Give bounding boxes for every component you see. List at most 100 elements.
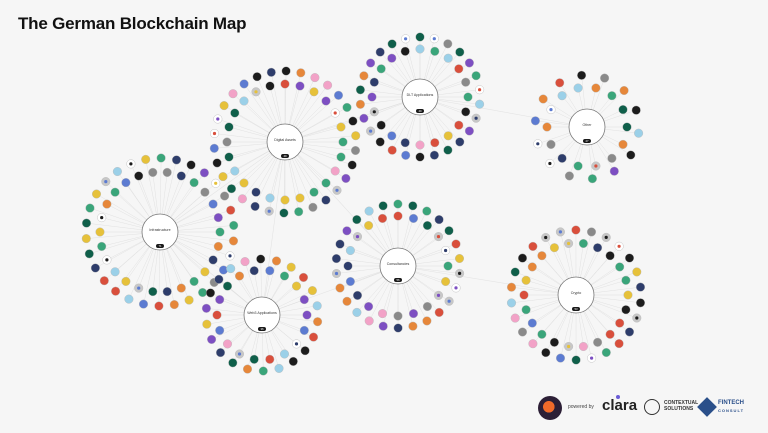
company-logo-node[interactable]: [224, 122, 234, 132]
company-logo-node[interactable]: [336, 122, 346, 132]
company-logo-node[interactable]: [632, 267, 642, 277]
company-logo-node[interactable]: [321, 178, 331, 188]
company-logo-node[interactable]: [364, 220, 374, 230]
company-logo-node[interactable]: [91, 189, 101, 199]
company-logo-node[interactable]: [97, 241, 107, 251]
company-logo-node[interactable]: [347, 160, 357, 170]
company-logo-node[interactable]: [201, 303, 211, 313]
company-logo-node[interactable]: [209, 143, 219, 153]
company-logo-node[interactable]: [631, 105, 641, 115]
company-logo-node[interactable]: [634, 128, 644, 138]
company-logo-node[interactable]: [208, 199, 218, 209]
company-logo-node[interactable]: [189, 276, 199, 286]
company-logo-node[interactable]: [375, 137, 385, 147]
company-logo-node[interactable]: [258, 366, 268, 376]
company-logo-node[interactable]: [343, 261, 353, 271]
company-logo-node[interactable]: [239, 178, 249, 188]
company-logo-node[interactable]: [443, 261, 453, 271]
company-logo-node[interactable]: [272, 256, 282, 266]
company-logo-node[interactable]: [541, 348, 551, 358]
company-logo-node[interactable]: [626, 150, 636, 160]
company-logo-node[interactable]: [229, 220, 239, 230]
company-logo-node[interactable]: [230, 108, 240, 118]
company-logo-node[interactable]: [378, 201, 388, 211]
company-logo-node[interactable]: [312, 301, 322, 311]
company-logo-node[interactable]: [176, 283, 186, 293]
company-logo-node[interactable]: [205, 288, 215, 298]
company-logo-node[interactable]: [184, 295, 194, 305]
company-logo-node[interactable]: [455, 47, 465, 57]
company-logo-node[interactable]: [251, 187, 261, 197]
company-logo-node[interactable]: [408, 201, 418, 211]
company-logo-node[interactable]: [527, 262, 537, 272]
company-logo-node[interactable]: [309, 87, 319, 97]
company-logo-node[interactable]: [444, 226, 454, 236]
company-logo-node[interactable]: [573, 161, 583, 171]
company-logo-node[interactable]: [510, 313, 520, 323]
company-logo-node[interactable]: [507, 298, 517, 308]
company-logo-node[interactable]: [220, 191, 230, 201]
company-logo-node[interactable]: [359, 71, 369, 81]
cluster-hub[interactable]: [401, 78, 439, 116]
company-logo-node[interactable]: [81, 234, 91, 244]
company-logo-node[interactable]: [615, 262, 625, 272]
company-logo-node[interactable]: [471, 71, 481, 81]
company-logo-node[interactable]: [214, 274, 224, 284]
company-logo-node[interactable]: [279, 208, 289, 218]
cluster-hub[interactable]: [557, 276, 595, 314]
company-logo-node[interactable]: [342, 296, 352, 306]
company-logo-node[interactable]: [242, 364, 252, 374]
company-logo-node[interactable]: [330, 166, 340, 176]
company-logo-node[interactable]: [441, 277, 451, 287]
company-logo-node[interactable]: [240, 257, 250, 267]
company-logo-node[interactable]: [212, 158, 222, 168]
company-logo-node[interactable]: [335, 239, 345, 249]
company-logo-node[interactable]: [401, 150, 411, 160]
company-logo-node[interactable]: [443, 145, 453, 155]
company-logo-node[interactable]: [593, 243, 603, 253]
company-logo-node[interactable]: [156, 153, 166, 163]
company-logo-node[interactable]: [321, 96, 331, 106]
company-logo-node[interactable]: [607, 91, 617, 101]
company-logo-node[interactable]: [219, 101, 229, 111]
company-logo-node[interactable]: [409, 309, 419, 319]
company-logo-node[interactable]: [189, 178, 199, 188]
company-logo-node[interactable]: [443, 131, 453, 141]
company-logo-node[interactable]: [619, 85, 629, 95]
company-logo-node[interactable]: [200, 267, 210, 277]
company-logo-node[interactable]: [461, 107, 471, 117]
company-logo-node[interactable]: [228, 89, 238, 99]
company-logo-node[interactable]: [138, 299, 148, 309]
company-logo-node[interactable]: [461, 77, 471, 87]
company-logo-node[interactable]: [400, 138, 410, 148]
sponsor-logo-icon[interactable]: [538, 396, 562, 420]
company-logo-node[interactable]: [313, 317, 323, 327]
company-logo-node[interactable]: [607, 153, 617, 163]
company-logo-node[interactable]: [239, 79, 249, 89]
company-logo-node[interactable]: [530, 116, 540, 126]
company-logo-node[interactable]: [112, 166, 122, 176]
company-logo-node[interactable]: [169, 300, 179, 310]
company-logo-node[interactable]: [162, 287, 172, 297]
company-logo-node[interactable]: [121, 276, 131, 286]
company-logo-node[interactable]: [376, 120, 386, 130]
company-logo-node[interactable]: [148, 287, 158, 297]
cluster-hub[interactable]: [568, 108, 606, 146]
company-logo-node[interactable]: [549, 243, 559, 253]
company-logo-node[interactable]: [226, 264, 236, 274]
company-logo-node[interactable]: [302, 310, 312, 320]
company-logo-node[interactable]: [352, 307, 362, 317]
company-logo-node[interactable]: [222, 137, 232, 147]
company-logo-node[interactable]: [521, 275, 531, 285]
company-logo-node[interactable]: [571, 225, 581, 235]
company-logo-node[interactable]: [429, 150, 439, 160]
company-logo-node[interactable]: [378, 309, 388, 319]
company-logo-node[interactable]: [415, 32, 425, 42]
company-logo-node[interactable]: [618, 139, 628, 149]
company-logo-node[interactable]: [636, 298, 646, 308]
company-logo-node[interactable]: [605, 251, 615, 261]
company-logo-node[interactable]: [224, 152, 234, 162]
company-logo-node[interactable]: [422, 220, 432, 230]
company-logo-node[interactable]: [564, 171, 574, 181]
company-logo-node[interactable]: [353, 290, 363, 300]
